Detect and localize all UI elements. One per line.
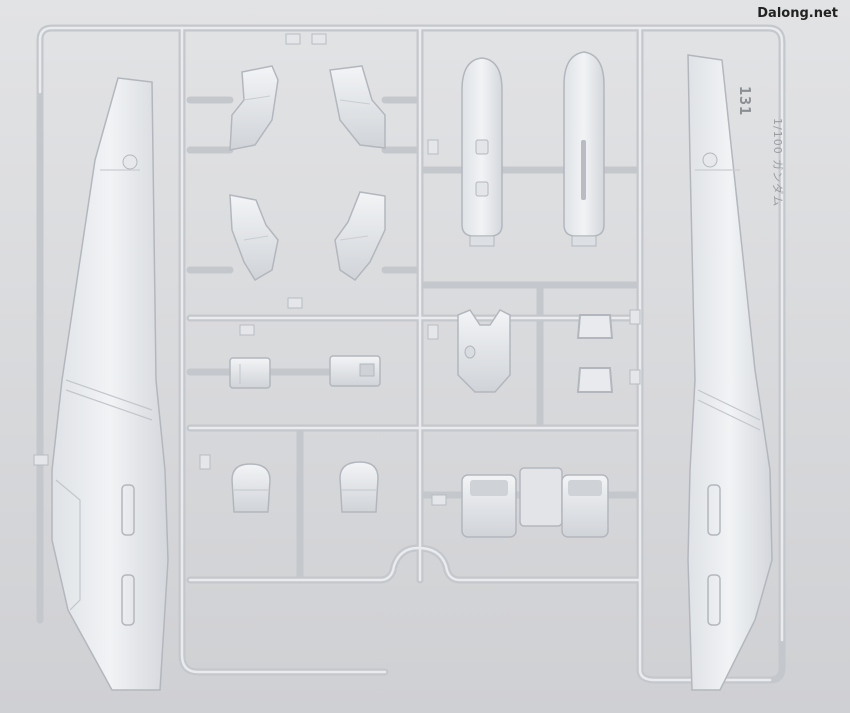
runner-tag-number: 131 <box>736 86 754 117</box>
thruster-right <box>563 51 605 247</box>
chest-piece <box>457 309 511 393</box>
handle-upper <box>576 314 614 339</box>
shoulder-left <box>231 463 271 513</box>
thruster-left <box>461 57 503 247</box>
left-wing-panel <box>51 77 169 691</box>
hip-block <box>461 467 609 538</box>
connector-right <box>329 355 381 387</box>
watermark: Dalong.net <box>757 6 838 21</box>
shoulder-right <box>339 461 379 513</box>
gate-nubs <box>33 33 641 506</box>
handle-lower <box>576 367 614 393</box>
right-wing-panel <box>687 54 773 691</box>
runner-tag-text: 1/100 ガンダム <box>771 118 784 208</box>
lower-armor-right <box>334 191 386 281</box>
connector-left <box>229 357 271 389</box>
upper-armor-left <box>229 65 279 151</box>
runner-frame-highlight <box>38 26 784 682</box>
lower-armor-left <box>229 194 279 282</box>
upper-armor-right <box>329 65 386 149</box>
